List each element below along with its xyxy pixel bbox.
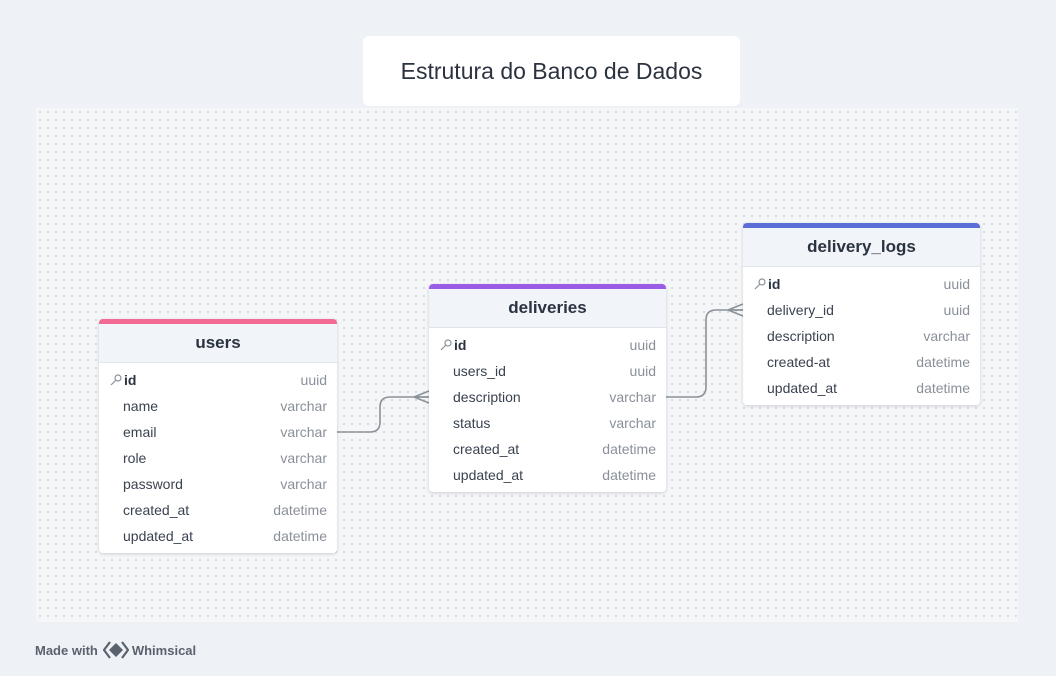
- field-type: datetime: [602, 441, 656, 457]
- field-name: updated_at: [767, 380, 838, 396]
- field-type: varchar: [609, 389, 656, 405]
- table-name: deliveries: [508, 298, 587, 317]
- key-icon: [440, 339, 452, 351]
- primary-key-row[interactable]: id uuid: [743, 271, 980, 297]
- field-name: id: [454, 337, 467, 353]
- field-type: varchar: [280, 424, 327, 440]
- table-accent-bar: [99, 319, 337, 324]
- field-type: uuid: [943, 302, 970, 318]
- table-accent-bar: [429, 284, 666, 289]
- field-type: varchar: [609, 415, 656, 431]
- field-row[interactable]: password varchar: [99, 471, 337, 497]
- field-type: varchar: [280, 476, 327, 492]
- brand-name: Whimsical: [131, 642, 197, 658]
- field-type: uuid: [300, 372, 327, 388]
- table-header: delivery_logs: [743, 228, 980, 267]
- field-row[interactable]: updated_at datetime: [743, 375, 980, 401]
- field-name: id: [768, 276, 781, 292]
- pk-field-label: id: [109, 372, 136, 388]
- field-row[interactable]: created-at datetime: [743, 349, 980, 375]
- field-type: varchar: [923, 328, 970, 344]
- field-name: delivery_id: [767, 302, 834, 318]
- field-name: created_at: [453, 441, 520, 457]
- field-type: uuid: [629, 363, 656, 379]
- field-row[interactable]: description varchar: [429, 384, 666, 410]
- table-name: users: [195, 333, 241, 352]
- pk-field-label: id: [439, 337, 466, 353]
- primary-key-row[interactable]: id uuid: [429, 332, 666, 358]
- field-type: varchar: [280, 398, 327, 414]
- field-row[interactable]: updated_at datetime: [429, 462, 666, 488]
- field-type: datetime: [602, 467, 656, 483]
- field-row[interactable]: role varchar: [99, 445, 337, 471]
- field-row[interactable]: name varchar: [99, 393, 337, 419]
- field-name: updated_at: [453, 467, 524, 483]
- field-type: datetime: [916, 354, 970, 370]
- whimsical-logo-icon: [102, 641, 129, 659]
- table-deliveries[interactable]: deliveries id uuid users_id uuid description…: [429, 284, 666, 492]
- field-row[interactable]: created_at datetime: [429, 436, 666, 462]
- table-users[interactable]: users id uuid name varchar email varchar role v…: [99, 319, 337, 553]
- key-icon: [110, 374, 122, 386]
- field-name: id: [124, 372, 137, 388]
- primary-key-row[interactable]: id uuid: [99, 367, 337, 393]
- field-type: datetime: [273, 528, 327, 544]
- field-row[interactable]: users_id uuid: [429, 358, 666, 384]
- field-list: id uuid delivery_id uuid description varchar c…: [743, 267, 980, 401]
- table-delivery-logs[interactable]: delivery_logs id uuid delivery_id uuid descr…: [743, 223, 980, 405]
- diagram-title: Estrutura do Banco de Dados: [400, 57, 703, 84]
- made-with-footer[interactable]: Made with Whimsical: [35, 640, 196, 660]
- field-name: status: [453, 415, 491, 431]
- table-name: delivery_logs: [807, 237, 916, 256]
- field-row[interactable]: status varchar: [429, 410, 666, 436]
- field-row[interactable]: description varchar: [743, 323, 980, 349]
- field-row[interactable]: updated_at datetime: [99, 523, 337, 549]
- pk-field-label: id: [753, 276, 780, 292]
- field-name: name: [123, 398, 159, 414]
- diagram-title-card: Estrutura do Banco de Dados: [363, 36, 740, 106]
- table-accent-bar: [743, 223, 980, 228]
- field-type: uuid: [943, 276, 970, 292]
- field-type: datetime: [273, 502, 327, 518]
- field-name: description: [453, 389, 521, 405]
- field-name: description: [767, 328, 835, 344]
- field-type: datetime: [916, 380, 970, 396]
- key-icon: [754, 278, 766, 290]
- field-name: created_at: [123, 502, 190, 518]
- field-name: created-at: [767, 354, 831, 370]
- field-row[interactable]: created_at datetime: [99, 497, 337, 523]
- field-type: varchar: [280, 450, 327, 466]
- made-with-label: Made with: [35, 642, 98, 658]
- field-name: email: [123, 424, 157, 440]
- field-list: id uuid name varchar email varchar role varchar…: [99, 363, 337, 549]
- table-header: users: [99, 324, 337, 363]
- field-row[interactable]: email varchar: [99, 419, 337, 445]
- field-name: password: [123, 476, 183, 492]
- field-name: role: [123, 450, 147, 466]
- table-header: deliveries: [429, 289, 666, 328]
- field-type: uuid: [629, 337, 656, 353]
- field-name: updated_at: [123, 528, 194, 544]
- field-row[interactable]: delivery_id uuid: [743, 297, 980, 323]
- field-name: users_id: [453, 363, 506, 379]
